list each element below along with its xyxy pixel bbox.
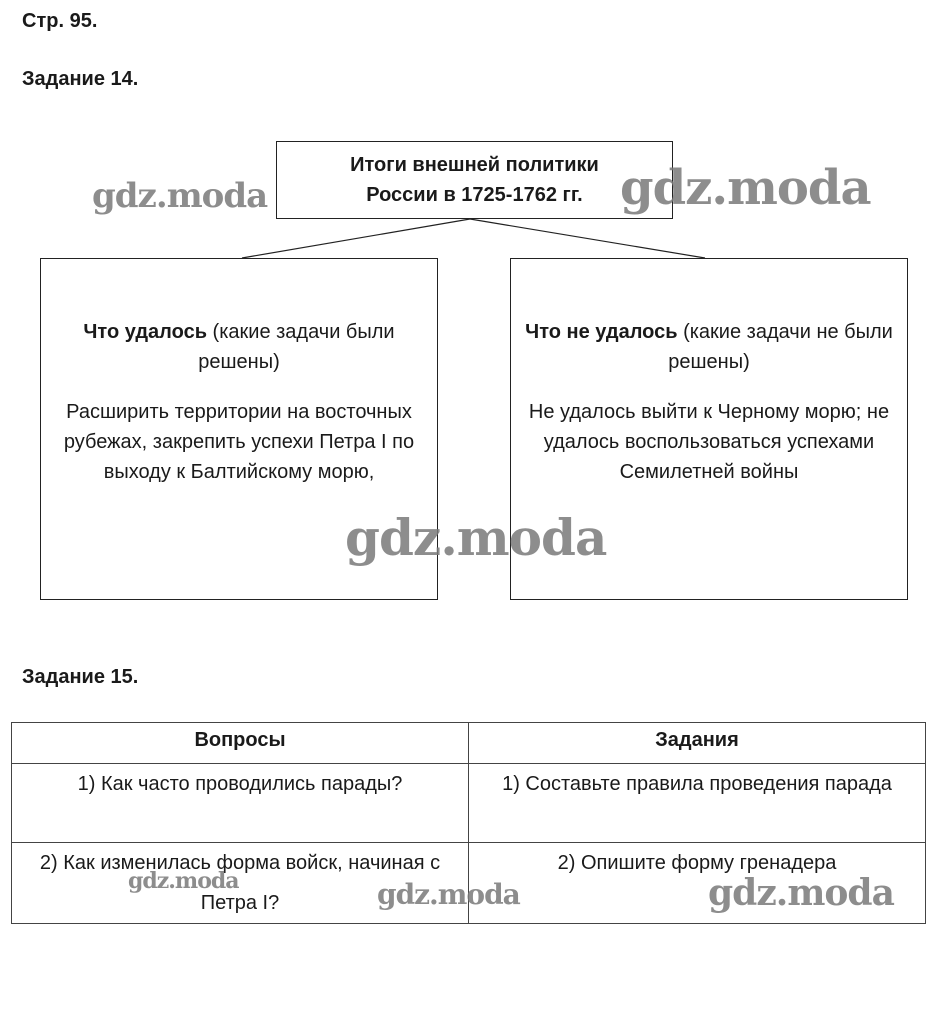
- succeeded-heading-rest: (какие задачи были решены): [198, 321, 395, 373]
- task-cell: 1) Составьте правила проведения парада: [468, 763, 926, 843]
- question-cell: 1) Как часто проводились парады?: [11, 763, 469, 843]
- table-row: 2) Как изменилась форма войск, начиная с…: [11, 842, 926, 924]
- failed-heading-bold: Что не удалось: [525, 321, 678, 343]
- page-number: Стр. 95.: [22, 10, 98, 32]
- failed-box: Что не удалось (какие задачи не были реш…: [510, 258, 908, 600]
- watermark: gdz.moda: [128, 868, 240, 894]
- succeeded-heading: Что удалось (какие задачи были решены): [59, 317, 419, 377]
- diagram-title-line-1: Итоги внешней политики: [350, 154, 599, 176]
- succeeded-box: Что удалось (какие задачи были решены) Р…: [40, 258, 438, 600]
- failed-text: Не удалось выйти к Черному морю; не удал…: [528, 401, 890, 483]
- task-14-heading: Задание 14.: [22, 68, 139, 90]
- succeeded-text: Расширить территории на восточных рубежа…: [63, 401, 415, 483]
- succeeded-heading-bold: Что удалось: [83, 321, 207, 343]
- column-header-questions: Вопросы: [11, 722, 469, 764]
- watermark: gdz.moda: [620, 160, 872, 216]
- connector-right: [469, 218, 706, 259]
- table-header-row: Вопросы Задания: [11, 722, 926, 764]
- questions-table: Вопросы Задания 1) Как часто проводились…: [11, 722, 926, 924]
- question-cell: 2) Как изменилась форма войск, начиная с…: [11, 842, 469, 924]
- watermark: gdz.moda: [708, 872, 895, 914]
- task-15-heading: Задание 15.: [22, 666, 139, 688]
- diagram-title-box: Итоги внешней политики России в 1725-176…: [276, 141, 673, 219]
- failed-heading-rest: (какие задачи не были решены): [668, 321, 893, 373]
- watermark: gdz.moda: [345, 508, 607, 567]
- watermark: gdz.moda: [377, 878, 521, 911]
- watermark: gdz.moda: [92, 176, 268, 216]
- failed-heading: Что не удалось (какие задачи не были реш…: [525, 317, 893, 377]
- table-row: 1) Как часто проводились парады? 1) Сост…: [11, 763, 926, 843]
- diagram-title-line-2: России в 1725-1762 гг.: [366, 184, 583, 206]
- connector-left: [241, 218, 471, 259]
- task-cell: 2) Опишите форму гренадера: [468, 842, 926, 924]
- column-header-tasks: Задания: [468, 722, 926, 764]
